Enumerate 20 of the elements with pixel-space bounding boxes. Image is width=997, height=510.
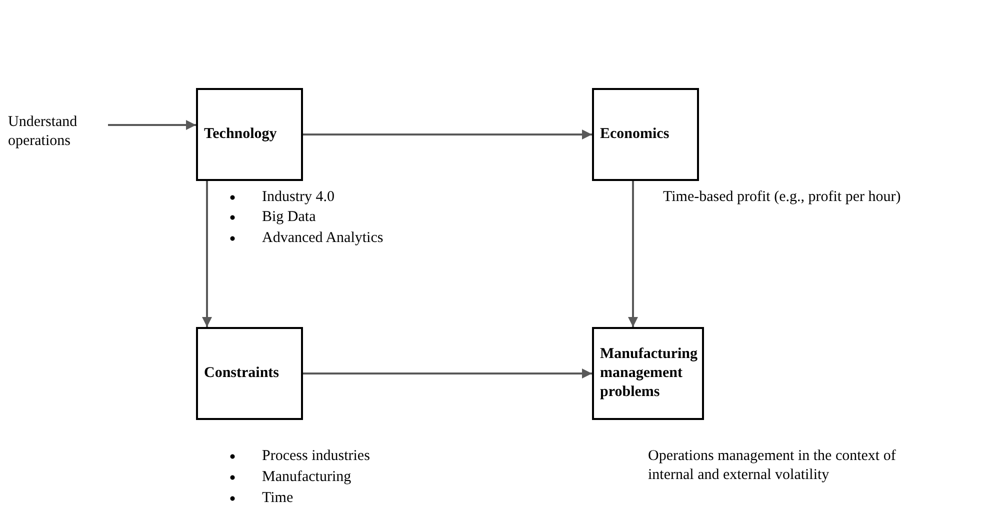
bullet-item: Manufacturing (230, 468, 352, 487)
process-box (196, 88, 303, 181)
bullet-item: Big Data (230, 208, 316, 227)
bullet-item: Advanced Analytics (230, 229, 384, 248)
arrow (108, 120, 196, 130)
process-box (592, 88, 699, 181)
box-label: Economics (600, 125, 670, 144)
arrow (628, 181, 638, 327)
arrow (202, 181, 212, 327)
note-text: Time-based profit (e.g., profit per hour) (663, 188, 901, 207)
arrow (303, 130, 592, 140)
box-label: Manufacturing management problems (600, 345, 698, 402)
box-label: Technology (204, 125, 277, 144)
bullet-item: Industry 4.0 (230, 188, 334, 207)
note-text: Operations management in the context of internal and external volatility (648, 447, 897, 485)
process-box (592, 327, 704, 420)
box-label: Constraints (204, 364, 280, 383)
arrow (303, 368, 592, 378)
process-box (196, 327, 303, 420)
input-label: Understand operations (8, 113, 78, 151)
